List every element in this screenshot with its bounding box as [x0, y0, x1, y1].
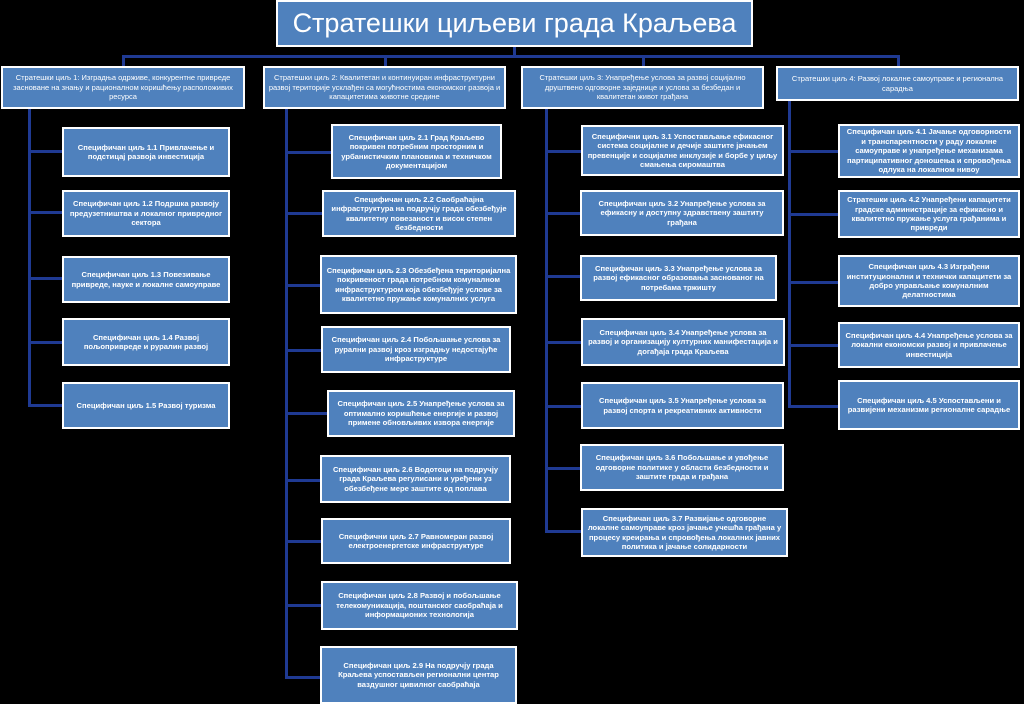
specific-goal-3-6: Специфичан циљ 3.6 Побољшање и увођење о… — [580, 444, 784, 491]
connector-col2-spine — [285, 109, 288, 679]
connector-branch — [788, 213, 838, 216]
connector-title-vertical — [513, 47, 516, 55]
connector-goal4-drop — [897, 55, 900, 66]
specific-goal-4-3: Специфичан циљ 4.3 Изграђени институцион… — [838, 255, 1020, 307]
connector-branch — [285, 676, 320, 679]
connector-branch — [788, 344, 838, 347]
connector-branch — [285, 604, 321, 607]
specific-goal-2-6: Специфичан циљ 2.6 Водотоци на подручју … — [320, 455, 511, 503]
connector-col3-spine — [545, 92, 548, 532]
connector-branch — [545, 150, 581, 153]
connector-branch — [285, 479, 320, 482]
specific-goal-3-7: Специфичан циљ 3.7 Развијање одговорне л… — [581, 508, 788, 557]
strategic-goal-1: Стратешки циљ 1: Изградња одрживе, конку… — [1, 66, 245, 109]
specific-goal-2-4: Специфичан циљ 2.4 Побољшање услова за р… — [321, 326, 511, 373]
connector-top-horizontal — [122, 55, 900, 58]
specific-goal-4-2: Стратешки циљ 4.2 Унапређени капацитети … — [838, 190, 1020, 238]
specific-goal-2-1: Специфичан циљ 2.1 Град Краљево покривен… — [331, 124, 502, 179]
connector-branch — [28, 150, 62, 153]
specific-goal-1-5: Специфичан циљ 1.5 Развој туризма — [62, 382, 230, 429]
connector-branch — [28, 404, 62, 407]
connector-branch — [285, 151, 331, 154]
strategic-goal-4: Стратешки циљ 4: Развој локалне самоупра… — [776, 66, 1019, 101]
specific-goal-2-7: Специфични циљ 2.7 Равномеран развој еле… — [321, 518, 511, 564]
specific-goal-2-5: Специфичан циљ 2.5 Унапређење услова за … — [327, 390, 515, 437]
connector-goal2-drop — [384, 55, 387, 66]
connector-branch — [545, 530, 581, 533]
connector-branch — [285, 412, 327, 415]
specific-goal-3-4: Специфичан циљ 3.4 Унапређење услова за … — [581, 318, 785, 366]
connector-branch — [788, 281, 838, 284]
connector-branch — [285, 284, 320, 287]
specific-goal-1-2: Специфичан циљ 1.2 Подршка развоју преду… — [62, 190, 230, 237]
strategic-goal-2: Стратешки циљ 2: Квалитетан и континуира… — [263, 66, 506, 109]
connector-goal1-drop — [122, 55, 125, 66]
specific-goal-4-4: Специфичан циљ 4.4 Унапређење услова за … — [838, 322, 1020, 368]
connector-branch — [545, 467, 580, 470]
connector-goal3-drop — [642, 55, 645, 66]
specific-goal-1-3: Специфичан циљ 1.3 Повезивање привреде, … — [62, 256, 230, 303]
connector-branch — [545, 341, 581, 344]
connector-branch — [285, 349, 321, 352]
connector-branch — [545, 405, 581, 408]
connector-branch — [285, 212, 322, 215]
connector-col1-spine — [28, 109, 31, 407]
connector-branch — [28, 341, 62, 344]
specific-goal-2-9: Специфичан циљ 2.9 На подручју града Кра… — [320, 646, 517, 704]
connector-branch — [545, 275, 580, 278]
specific-goal-3-2: Специфичан циљ 3.2 Унапређење услова за … — [580, 190, 784, 236]
specific-goal-4-5: Специфичан циљ 4.5 Успостављени и развиј… — [838, 380, 1020, 430]
specific-goal-1-1: Специфичан циљ 1.1 Привлачење и подстица… — [62, 127, 230, 177]
specific-goal-3-1: Специфични циљ 3.1 Успостављање ефикасно… — [581, 125, 784, 176]
connector-branch — [788, 150, 838, 153]
connector-col4-spine — [788, 100, 791, 408]
connector-branch — [28, 277, 62, 280]
connector-branch — [545, 212, 580, 215]
specific-goal-4-1: Специфичан циљ 4.1 Јачање одговорности и… — [838, 124, 1020, 178]
connector-branch — [285, 540, 321, 543]
specific-goal-2-8: Специфичан циљ 2.8 Развој и побољшање те… — [321, 581, 518, 630]
strategic-goal-3: Стратешки циљ 3: Унапређење услова за ра… — [521, 66, 764, 109]
connector-branch — [788, 405, 838, 408]
specific-goal-3-5: Специфичан циљ 3.5 Унапређење услова за … — [581, 382, 784, 429]
specific-goal-2-3: Специфичан циљ 2.3 Обезбеђена територија… — [320, 255, 517, 314]
specific-goal-3-3: Специфичан циљ 3.3 Унапређење услова за … — [580, 255, 777, 301]
diagram-title: Стратешки циљеви града Краљева — [276, 0, 753, 47]
specific-goal-2-2: Специфичан циљ 2.2 Саобраћајна инфрастру… — [322, 190, 516, 237]
connector-branch — [28, 211, 62, 214]
specific-goal-1-4: Специфичан циљ 1.4 Развој пољопривреде и… — [62, 318, 230, 366]
